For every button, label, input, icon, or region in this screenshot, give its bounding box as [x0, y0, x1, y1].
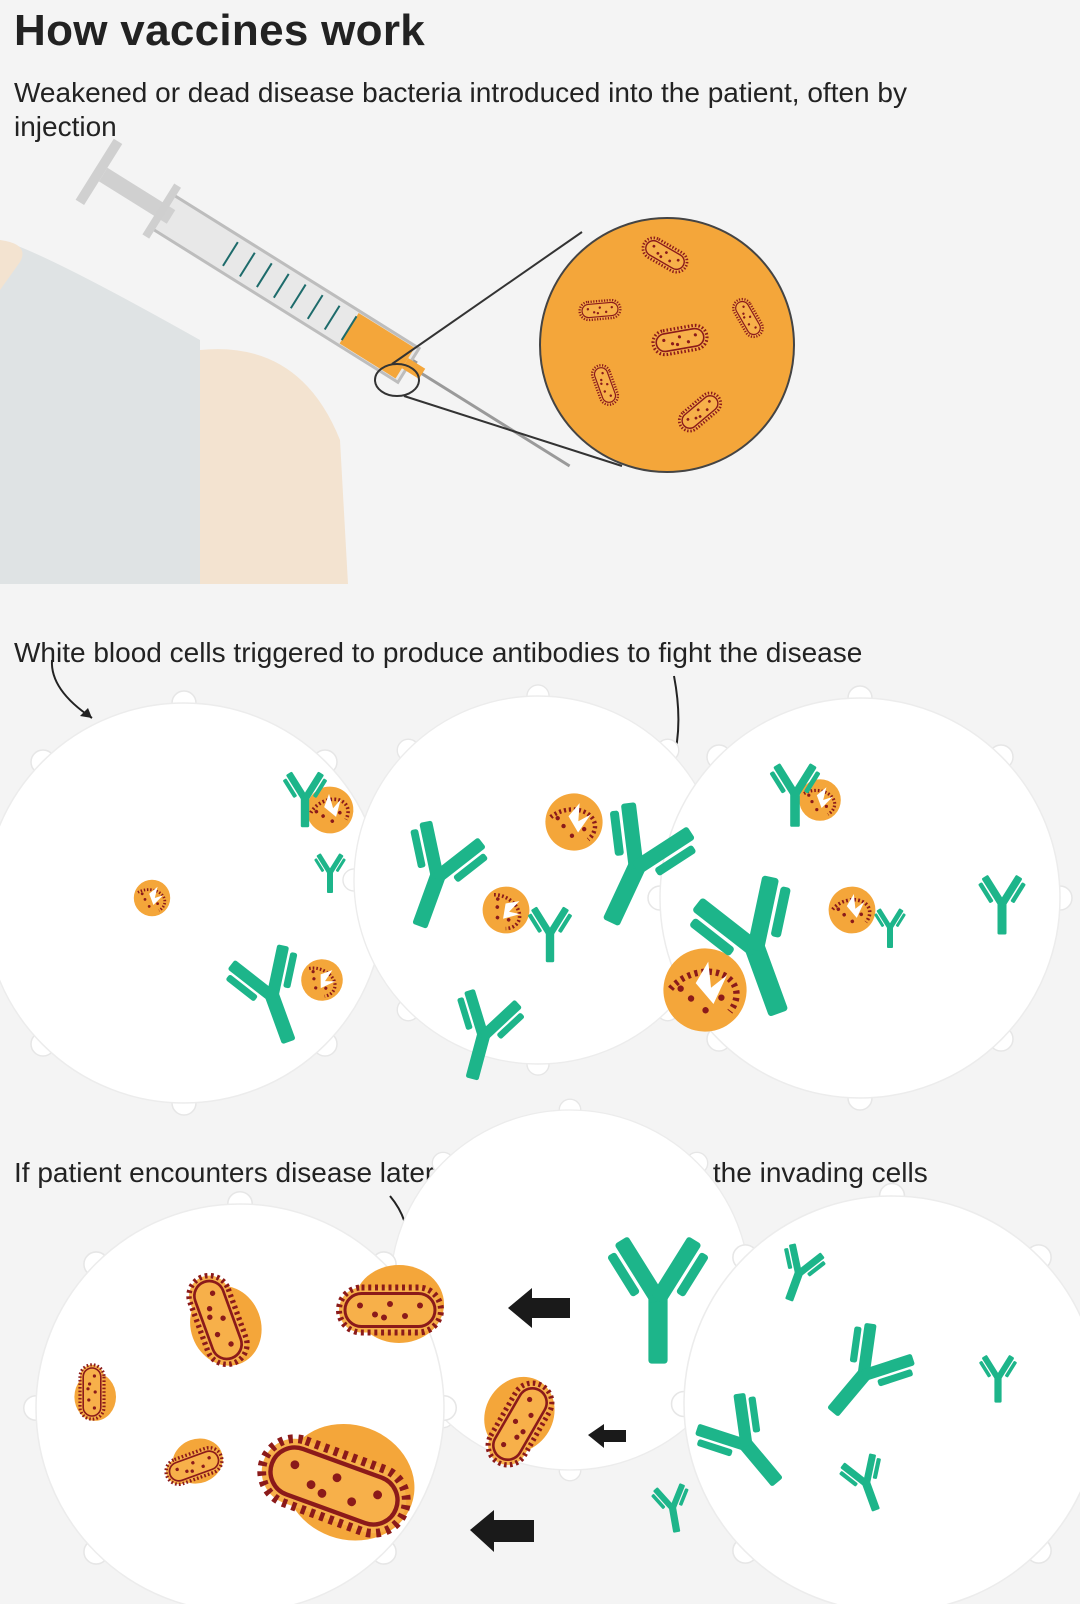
syringe-magnify-ring: [374, 363, 420, 397]
step-2-caption: White blood cells triggered to produce a…: [14, 637, 863, 668]
pointer-arrow: [50, 659, 93, 719]
white-blood-cells-step-2: [0, 684, 1073, 1116]
white-blood-cells-step-3: [22, 1098, 1080, 1604]
antibody-icon: [649, 1481, 696, 1536]
magnified-bacteria-circle: [539, 217, 795, 473]
arm-illustration: [0, 240, 348, 584]
infographic-title: How vaccines work: [14, 6, 426, 55]
step-1-caption: Weakened or dead disease bacteria introd…: [14, 77, 907, 142]
arrow-left-icons: [470, 1288, 626, 1552]
